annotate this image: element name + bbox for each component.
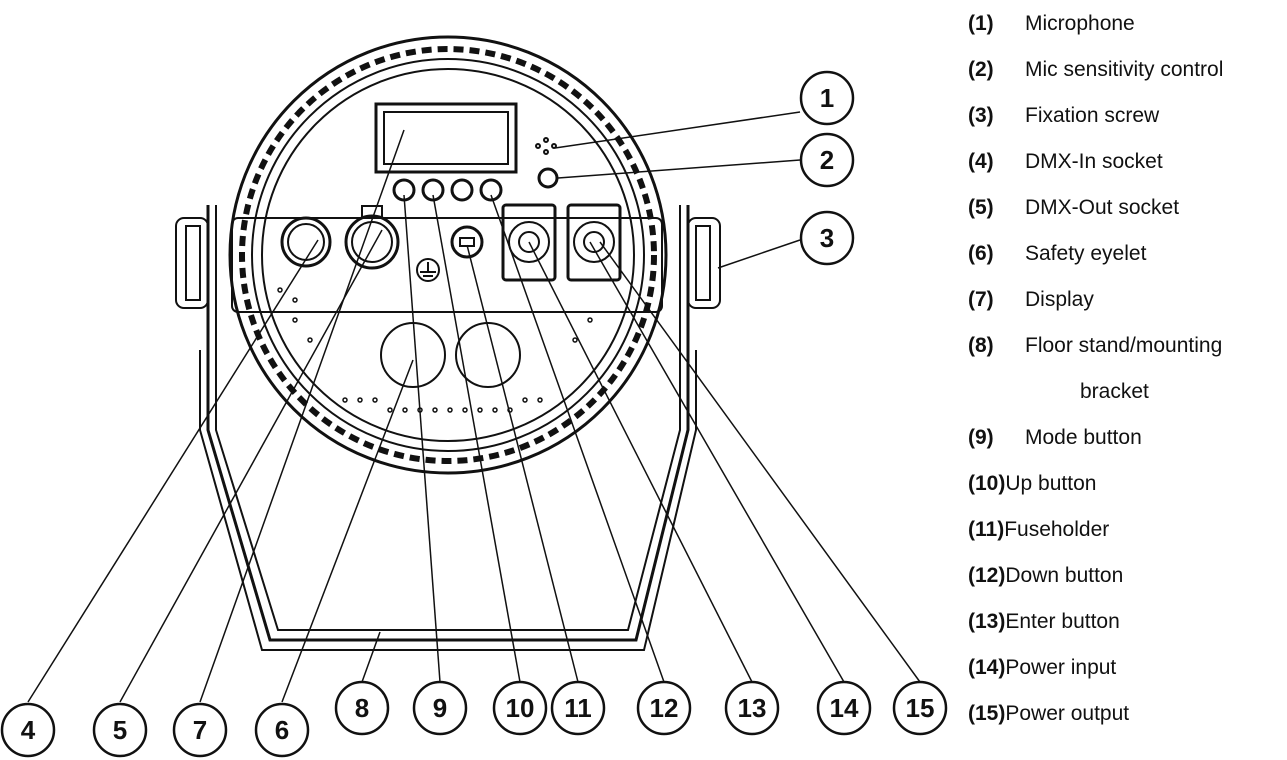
callout-15: 15 bbox=[906, 693, 935, 723]
legend-item: (3)Fixation screw bbox=[968, 104, 1160, 127]
callout-4: 4 bbox=[21, 715, 36, 745]
control-buttons bbox=[392, 167, 559, 202]
callout-8: 8 bbox=[355, 693, 369, 723]
callout-1: 1 bbox=[820, 83, 834, 113]
fixation-screw-right bbox=[687, 217, 721, 309]
legend-item: (2)Mic sensitivity control bbox=[968, 58, 1224, 81]
callout-2: 2 bbox=[820, 145, 834, 175]
vent-holes bbox=[277, 287, 593, 413]
callout-6: 6 bbox=[275, 715, 289, 745]
dmx-out-socket bbox=[344, 205, 400, 270]
legend-item: (4)DMX-In socket bbox=[968, 150, 1163, 173]
mounting-bracket bbox=[199, 205, 697, 651]
legend-item: (7)Display bbox=[968, 288, 1094, 311]
callout-5: 5 bbox=[113, 715, 127, 745]
display bbox=[374, 102, 518, 174]
power-output bbox=[566, 203, 622, 282]
callout-10: 10 bbox=[506, 693, 535, 723]
legend-item: (13)Enter button bbox=[968, 610, 1120, 633]
housing bbox=[228, 35, 668, 475]
fixture-diagram: 1 2 3 4 5 7 6 8 9 10 11 12 13 14 15 bbox=[0, 35, 948, 758]
fixation-screw-left bbox=[175, 217, 209, 309]
legend-item: (8)Floor stand/mounting bbox=[968, 334, 1223, 357]
legend-item: (5)DMX-Out socket bbox=[968, 196, 1180, 219]
callout-11: 11 bbox=[564, 693, 592, 723]
callout-14: 14 bbox=[830, 693, 859, 723]
legend-item: (10)Up button bbox=[968, 472, 1097, 495]
callout-3: 3 bbox=[820, 223, 834, 253]
legend-item: (15)Power output bbox=[968, 702, 1130, 725]
power-input bbox=[501, 203, 557, 282]
legend-item: (11)Fuseholder bbox=[968, 518, 1110, 541]
legend-item: (1)Microphone bbox=[968, 12, 1135, 35]
ground-symbol bbox=[416, 258, 440, 282]
leader-lines bbox=[27, 111, 921, 703]
microphone bbox=[535, 137, 557, 155]
callout-7: 7 bbox=[193, 715, 207, 745]
safety-eyelet bbox=[380, 322, 521, 388]
fuseholder bbox=[450, 225, 484, 259]
legend-item: (6)Safety eyelet bbox=[968, 242, 1147, 265]
callout-13: 13 bbox=[738, 693, 767, 723]
legend-item: (9)Mode button bbox=[968, 426, 1142, 449]
callout-12: 12 bbox=[650, 693, 679, 723]
callout-circles bbox=[0, 70, 948, 758]
legend-item: (14)Power input bbox=[968, 656, 1117, 679]
callout-9: 9 bbox=[433, 693, 447, 723]
legend-item: (12)Down button bbox=[968, 564, 1124, 587]
legend-item-continuation: bracket bbox=[1080, 380, 1149, 403]
